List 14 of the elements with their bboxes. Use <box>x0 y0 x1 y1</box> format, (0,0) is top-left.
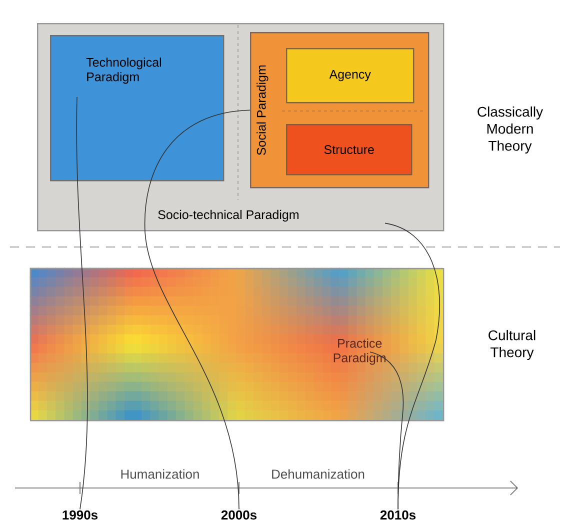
leader-line <box>76 96 88 510</box>
year-label: 2000s <box>221 510 257 520</box>
concept-box: Structure <box>286 124 412 176</box>
period-label: Humanization <box>121 469 199 479</box>
concept-box: Agency <box>286 48 414 104</box>
leader-line <box>370 352 404 510</box>
theory-label: Classically Modern Theory <box>478 106 544 154</box>
year-label: 1990s <box>62 510 98 520</box>
paradigm-box: Technological Paradigm <box>50 35 224 182</box>
theory-label: Cultural Theory <box>488 330 536 360</box>
period-label: Dehumanization <box>272 469 364 479</box>
gradient-box: Practice Paradigm <box>30 268 444 422</box>
year-label: 2010s <box>380 510 416 520</box>
leader-line <box>144 110 250 510</box>
